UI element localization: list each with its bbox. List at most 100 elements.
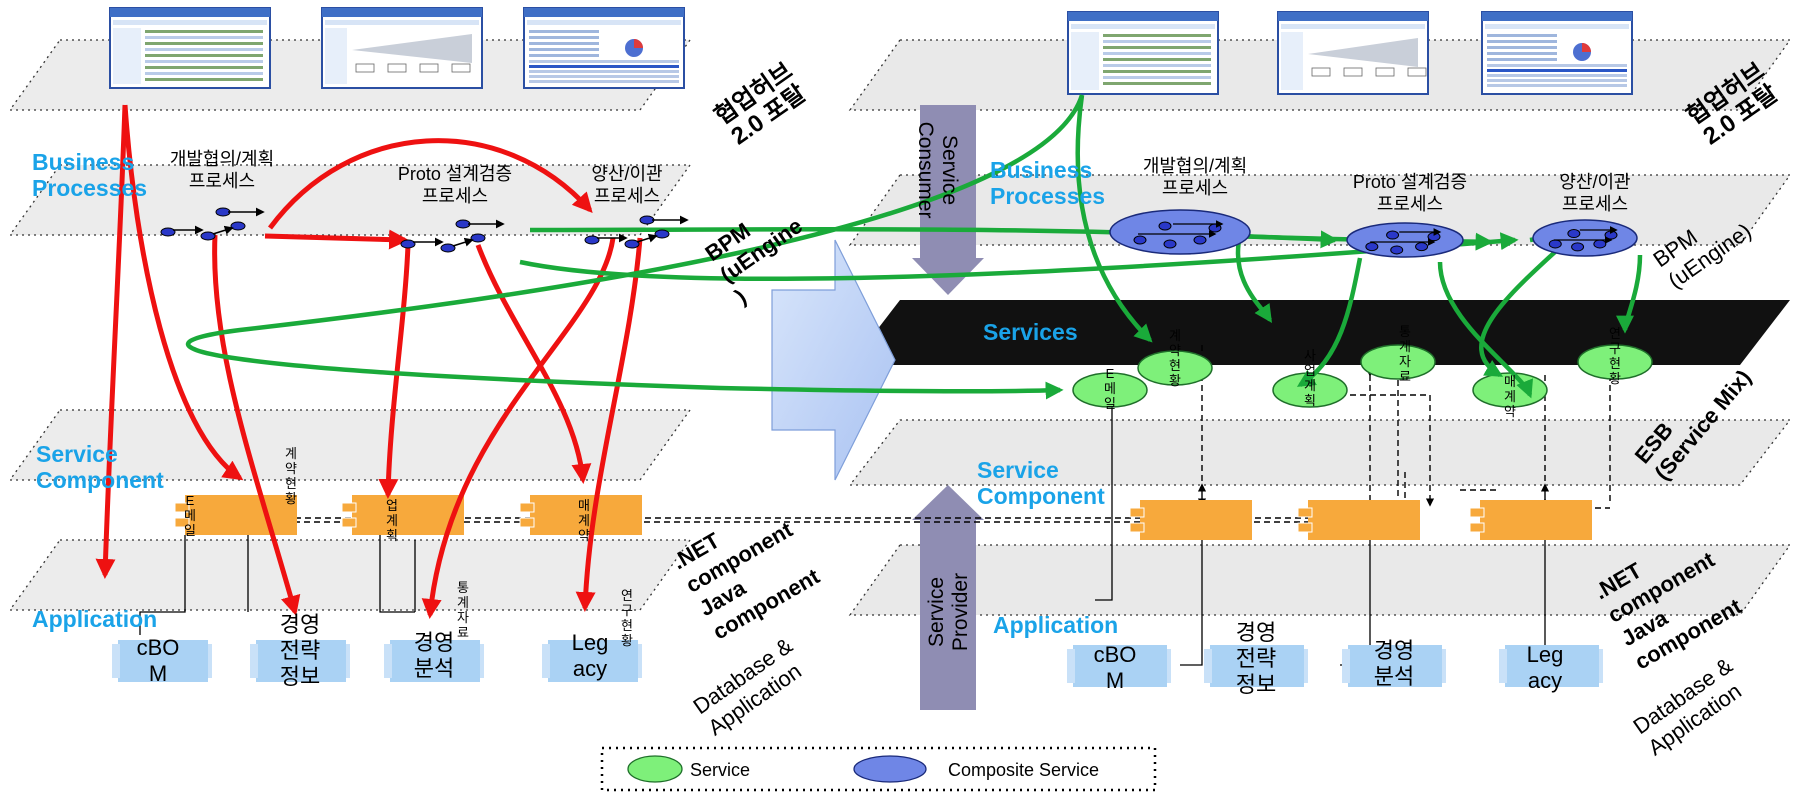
service-statistics-label-line: 료 — [1399, 369, 1411, 384]
left-process-name-2-line: Proto 설계검증 — [398, 164, 512, 184]
provider-label-line: Service — [925, 577, 948, 647]
green-arrow-portal-to-service — [1075, 94, 1153, 343]
left-link-1 — [139, 535, 186, 635]
right-services-label: Services — [983, 319, 1078, 345]
left-process-name-1-line: 프로세스 — [189, 171, 255, 191]
left-component-label-line: Component — [36, 467, 164, 493]
consumer-provider-bands — [912, 105, 984, 710]
service-research-status-label-line: 현 — [1609, 356, 1621, 371]
service-business-plan-label-line: 계 — [1304, 378, 1316, 393]
red-arrow-bp1-to-app — [212, 234, 301, 616]
left-portal-screenshot-2 — [321, 7, 483, 89]
right-portal-screenshot-3 — [1481, 11, 1633, 95]
right-app-cbom-label-line: cBO — [1094, 642, 1137, 667]
right-business-label-line: Processes — [990, 183, 1105, 209]
left-app-analysis-side-line: 자 — [457, 610, 469, 625]
provider-label-line: Provider — [949, 573, 972, 651]
left-portal-title: 협업허브2.0 포탈 — [710, 57, 813, 151]
red-arrow-portal-to-app — [95, 104, 128, 579]
left-component-email-label-line: 일 — [184, 523, 196, 538]
right-app-legacy-label-line: Leg — [1527, 642, 1564, 667]
right-component-label-line: Service — [977, 457, 1059, 483]
legend-composite-icon — [853, 755, 927, 783]
right-portal-screenshot-2 — [1277, 11, 1429, 95]
right-application-layer — [848, 544, 1792, 616]
right-app-strategy-label-line: 경영 — [1236, 620, 1276, 645]
right-component-3 — [1469, 500, 1592, 540]
right-app-strategy — [1204, 645, 1308, 687]
right-application-label: Application — [993, 612, 1118, 638]
right-app-legacy-label-line: acy — [1528, 668, 1562, 693]
left-app-cbom-label-line: cBO — [137, 635, 180, 660]
left-db-label: Database &Application — [689, 632, 813, 740]
left-component-email-side-line: 현 — [285, 476, 297, 491]
left-component-email-label-line: 메 — [184, 508, 196, 523]
right-app-strategy-label-line: 전략 — [1236, 646, 1276, 671]
right-app-analysis-label-line: 경영 — [1374, 638, 1414, 663]
left-net-label: .NETcomponentJavacomponent — [668, 493, 824, 644]
left-app-analysis — [384, 640, 484, 682]
service-sales-contract-label-line: 약 — [1504, 404, 1516, 419]
right-component-2 — [1297, 500, 1420, 540]
left-app-strategy-label-line: 정보 — [280, 664, 320, 689]
left-application-layer — [8, 539, 692, 611]
process-nodes — [160, 207, 1638, 258]
service-sales-contract-label-line: 계 — [1504, 389, 1516, 404]
left-app-legacy-side-line: 연 — [621, 588, 633, 603]
red-arrow-bp3-to-app — [421, 237, 616, 619]
legend: Service Composite Service — [600, 746, 1157, 792]
red-arrow-bp2-to-component — [378, 244, 411, 499]
left-component-email-side-line: 황 — [285, 491, 297, 506]
left-app-strategy-label-line: 전략 — [280, 638, 320, 663]
right-process-composite-2 — [1346, 222, 1464, 258]
left-component-plan-label-line: 획 — [386, 528, 398, 543]
left-link-3 — [379, 535, 415, 613]
left-business-label-line: Business — [32, 149, 134, 175]
left-business-label-line: Processes — [32, 175, 147, 201]
consumer-band — [920, 105, 976, 260]
consumer-label-line: Consumer — [914, 122, 937, 219]
left-app-strategy — [250, 640, 350, 682]
red-arrow-bp1-to-bp2 — [264, 229, 409, 250]
left-component-contract-label-line: 약 — [578, 528, 590, 543]
left-process-name-3-line: 양산/이관 — [591, 164, 662, 184]
service-email — [1072, 372, 1148, 408]
left-app-legacy-label-line: acy — [573, 656, 607, 681]
legend-composite-label: Composite Service — [948, 760, 1099, 780]
transition-arrow — [771, 239, 896, 481]
red-arrow-bp1-to-bp3 — [267, 138, 593, 230]
legend-service-label: Service — [690, 760, 750, 780]
consumer-label: ServiceConsumer — [914, 122, 961, 219]
left-component-email-label-line: E — [186, 493, 195, 508]
left-process-flow-3 — [584, 215, 689, 249]
right-component-layer — [848, 419, 1792, 486]
left-component-contract — [519, 495, 642, 535]
green-arrow-bp1-to-service — [1235, 234, 1272, 323]
red-arrows — [95, 104, 643, 619]
right-process-composite-3 — [1532, 219, 1638, 257]
left-app-legacy — [542, 640, 642, 682]
right-app-analysis — [1342, 645, 1446, 687]
left-component-contract-label-line: 계 — [578, 513, 590, 528]
left-component-contract-label-line: 매 — [578, 498, 590, 513]
left-component-email — [174, 495, 297, 535]
service-statistics-label-line: 통 — [1399, 324, 1411, 339]
